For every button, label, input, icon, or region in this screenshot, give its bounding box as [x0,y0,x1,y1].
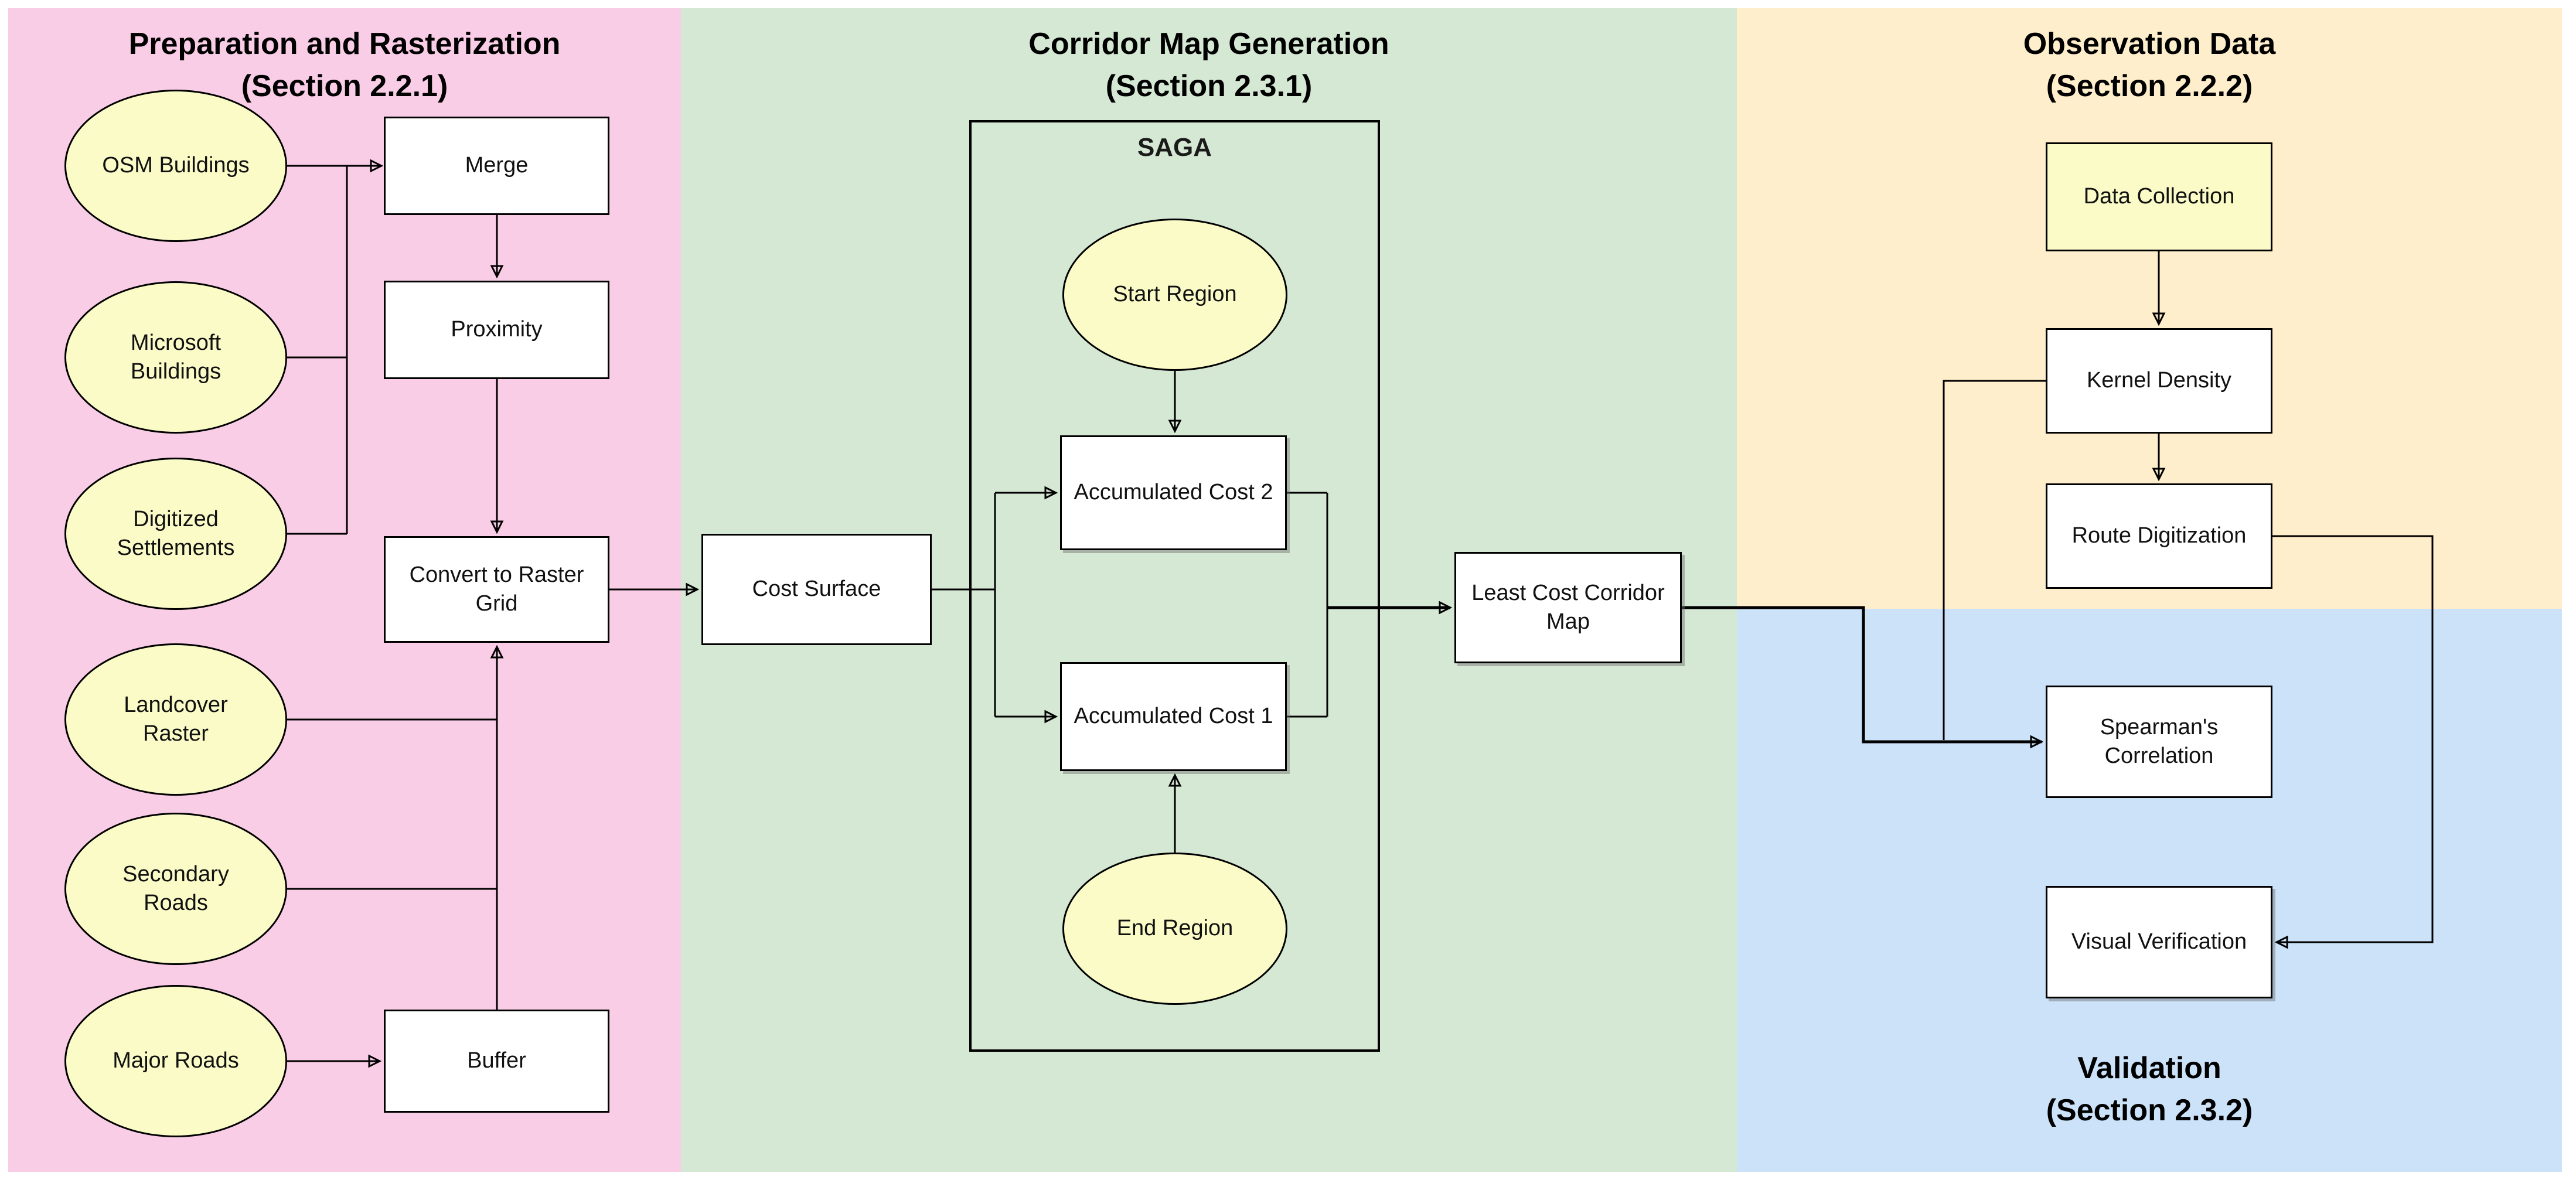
node-start-region: Start Region [1062,219,1287,371]
node-label: Accumulated Cost 1 [1074,704,1273,729]
node-label: Proximity [451,317,543,342]
edge-least-cost-to-spearman [1682,606,2042,742]
node-label: Cost Surface [752,577,881,602]
node-major-roads: Major Roads [64,985,287,1137]
section-title-observation: Observation Data (Section 2.2.2) [1737,23,2562,108]
node-label: End Region [1116,916,1234,941]
node-microsoft-buildings: Microsoft Buildings [64,281,287,434]
node-data-collection: Data Collection [2046,142,2272,251]
node-label: Buffer [467,1048,526,1073]
node-spearmans-correlation: Spearman's Correlation [2046,686,2272,798]
section-title-preparation: Preparation and Rasterization (Section 2… [8,23,681,108]
saga-container: SAGA [969,120,1380,1052]
node-digitized-settlements: Digitized Settlements [64,458,287,610]
node-label: Start Region [1113,282,1237,307]
node-end-region: End Region [1062,853,1287,1005]
node-label: Microsoft Buildings [130,330,222,384]
section-title-line1: Preparation and Rasterization [128,27,561,61]
node-label: Kernel Density [2086,368,2232,393]
node-proximity: Proximity [384,281,609,379]
node-landcover-raster: Landcover Raster [64,643,287,796]
node-label: Visual Verification [2071,929,2247,954]
node-visual-verification: Visual Verification [2046,886,2272,998]
section-title-line1: Corridor Map Generation [1028,27,1389,61]
edge-kernel-to-spearman-join [1943,380,2046,740]
node-label: Secondary Roads [122,861,229,915]
node-label: Convert to Raster Grid [409,562,584,616]
node-label: Landcover Raster [124,692,228,746]
section-title-line1: Observation Data [2023,27,2276,61]
node-convert-to-raster-grid: Convert to Raster Grid [384,536,609,643]
node-label: Merge [465,153,529,178]
section-title-line2: (Section 2.2.1) [241,69,448,103]
node-label: OSM Buildings [102,153,250,178]
section-title-validation: Validation (Section 2.3.2) [1737,1048,2562,1132]
node-least-cost-corridor-map: Least Cost Corridor Map [1454,552,1682,663]
node-cost-surface: Cost Surface [701,534,932,645]
node-buffer: Buffer [384,1010,609,1113]
section-title-line1: Validation [2077,1051,2221,1085]
node-secondary-roads: Secondary Roads [64,813,287,965]
section-title-corridor: Corridor Map Generation (Section 2.3.1) [681,23,1737,108]
section-title-line2: (Section 2.3.2) [2046,1093,2253,1127]
edge-route-to-visual-verification [2272,535,2434,942]
node-merge: Merge [384,117,609,215]
node-label: Accumulated Cost 2 [1074,480,1273,505]
node-label: Digitized Settlements [117,506,235,560]
node-label: Data Collection [2083,184,2235,209]
node-label: Spearman's Correlation [2100,714,2219,768]
section-title-line2: (Section 2.2.2) [2046,69,2253,103]
node-kernel-density: Kernel Density [2046,328,2272,434]
node-accumulated-cost-1: Accumulated Cost 1 [1060,662,1287,771]
node-label: Route Digitization [2071,523,2247,548]
node-osm-buildings: OSM Buildings [64,90,287,242]
node-label: Least Cost Corridor Map [1471,580,1665,634]
section-title-line2: (Section 2.3.1) [1105,69,1313,103]
node-route-digitization: Route Digitization [2046,483,2272,589]
saga-container-label: SAGA [1137,133,1212,162]
node-label: Major Roads [113,1048,239,1073]
node-accumulated-cost-2: Accumulated Cost 2 [1060,435,1287,550]
